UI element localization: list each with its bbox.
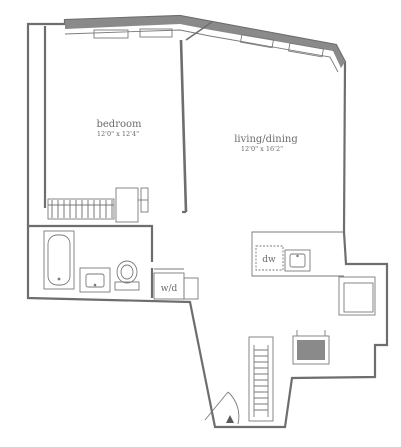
- washer-dryer-label: w/d: [161, 284, 178, 294]
- entry-closet: [248, 336, 274, 422]
- partition-wall: [179, 39, 188, 213]
- living-dining-dimensions: 12'0" x 16'2": [241, 145, 283, 153]
- refrigerator: [338, 276, 376, 316]
- exterior-wall: [26, 14, 389, 429]
- kitchen-range: [292, 330, 330, 365]
- entry-closet-shelving: [254, 349, 268, 411]
- kitchen-counter: [251, 231, 344, 277]
- closet-shelving: [51, 200, 113, 218]
- bedroom-label: bedroom: [96, 119, 142, 130]
- bathroom-wall: [28, 224, 154, 262]
- bathtub: [43, 230, 75, 290]
- bathroom-sink: [79, 267, 111, 293]
- entry-door: [204, 391, 240, 425]
- bedroom-closet: [47, 198, 115, 220]
- dishwasher-label: dw: [262, 255, 276, 265]
- toilet: [114, 260, 140, 291]
- partition-wall-upper: [185, 21, 213, 41]
- closet-door: [140, 187, 149, 213]
- living-dining-label: living/dining: [234, 134, 298, 145]
- closet-cabinet: [115, 187, 139, 223]
- bedroom-dimensions: 12'0" x 12'4": [97, 130, 139, 138]
- entry-arrow-icon: [226, 415, 234, 423]
- washer-dryer-closet: [153, 268, 199, 300]
